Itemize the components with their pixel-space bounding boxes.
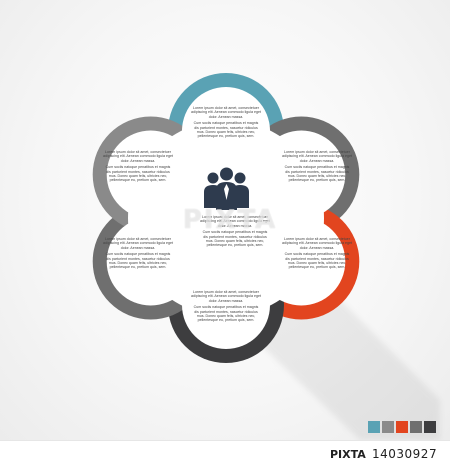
petal-upper-left-heading-text: Lorem ipsum dolor sit amet, consectetuer…	[103, 150, 173, 163]
petal-text-bottom: Lorem ipsum dolor sit amet, consectetuer…	[191, 290, 261, 325]
color-swatches	[368, 421, 436, 433]
swatch-orange	[396, 421, 408, 433]
swatch-light-gray	[382, 421, 394, 433]
petal-text-top: Lorem ipsum dolor sit amet, consectetuer…	[191, 106, 261, 141]
center-heading-text: Lorem ipsum dolor sit amet, consectetuer…	[200, 215, 270, 228]
swatch-dark-gray	[424, 421, 436, 433]
petal-top-body-text: Cum sociis natoque penatibus et magnis d…	[193, 121, 259, 139]
petal-upper-right-body-text: Cum sociis natoque penatibus et magnis d…	[284, 165, 350, 183]
petal-lower-right-heading-text: Lorem ipsum dolor sit amet, consectetuer…	[282, 237, 352, 250]
petal-inner-upper-right	[257, 130, 346, 219]
petal-upper-left-body-text: Cum sociis natoque penatibus et magnis d…	[105, 165, 171, 183]
flower-diagram	[92, 73, 440, 440]
petal-inner-lower-right	[257, 217, 346, 306]
footer-bar: PIXTA 14030927	[0, 440, 450, 470]
petal-text-lower-left: Lorem ipsum dolor sit amet, consectetuer…	[103, 237, 173, 272]
petal-inner-bottom	[182, 261, 270, 349]
petal-lower-right-body-text: Cum sociis natoque penatibus et magnis d…	[284, 252, 350, 270]
petal-top-heading-text: Lorem ipsum dolor sit amet, consectetuer…	[191, 106, 261, 119]
swatch-teal	[368, 421, 380, 433]
petal-text-lower-right: Lorem ipsum dolor sit amet, consectetuer…	[282, 237, 352, 272]
petal-bottom-body-text: Cum sociis natoque penatibus et magnis d…	[193, 305, 259, 323]
center-body-text: Cum sociis natoque penatibus et magnis d…	[202, 230, 268, 248]
footer-brand: PIXTA	[330, 448, 366, 461]
petal-lower-left-heading-text: Lorem ipsum dolor sit amet, consectetuer…	[103, 237, 173, 250]
center-text: Lorem ipsum dolor sit amet, consectetuer…	[200, 215, 270, 250]
petal-inner-fills	[106, 87, 346, 349]
diagram-canvas: Lorem ipsum dolor sit amet, consectetuer…	[0, 0, 450, 440]
petal-bottom-heading-text: Lorem ipsum dolor sit amet, consectetuer…	[191, 290, 261, 303]
watermark: PIXTA	[182, 205, 278, 235]
petal-inner-upper-left	[106, 130, 195, 219]
petal-upper-right-heading-text: Lorem ipsum dolor sit amet, consectetuer…	[282, 150, 352, 163]
footer-image-id: 14030927	[372, 447, 438, 461]
petal-text-upper-right: Lorem ipsum dolor sit amet, consectetuer…	[282, 150, 352, 185]
petal-inner-lower-left	[106, 217, 195, 306]
swatch-mid-gray	[410, 421, 422, 433]
business-people-icon	[204, 167, 249, 210]
petal-inner-top	[182, 87, 270, 175]
petal-text-upper-left: Lorem ipsum dolor sit amet, consectetuer…	[103, 150, 173, 185]
petal-lower-left-body-text: Cum sociis natoque penatibus et magnis d…	[105, 252, 171, 270]
